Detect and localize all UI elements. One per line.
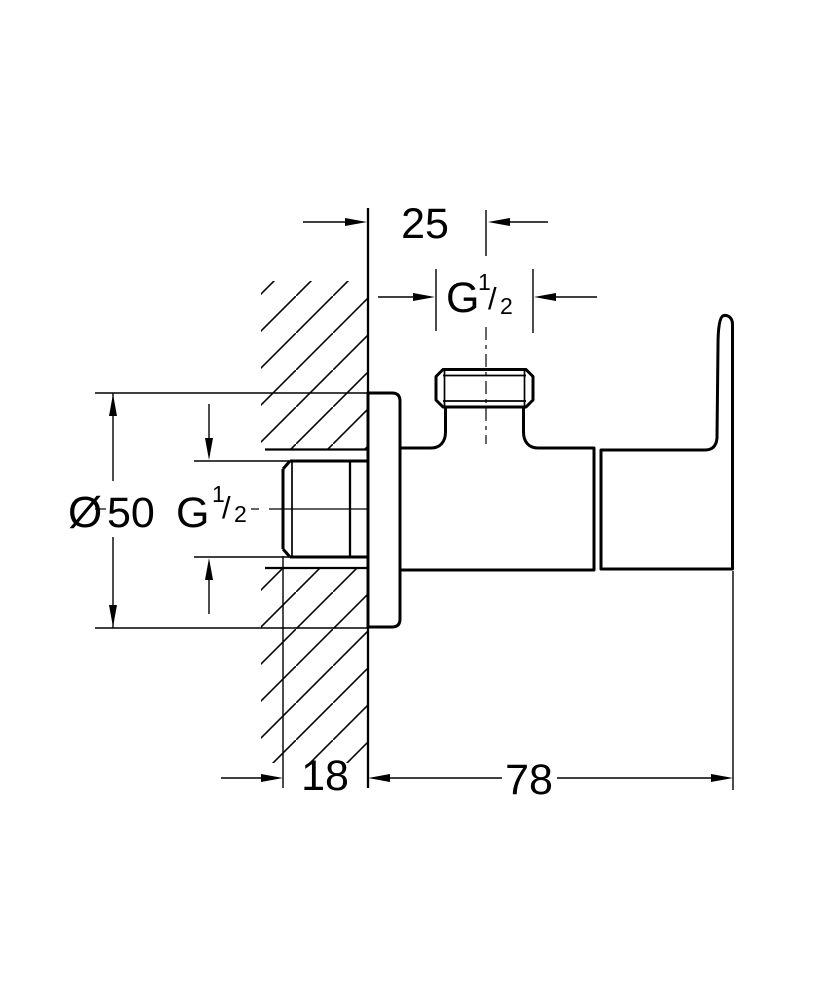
arrowhead <box>109 605 117 627</box>
dim-flange-diameter-value: 50 <box>107 489 155 537</box>
arrowhead <box>109 394 117 416</box>
dim-flange-diameter-symbol: Ø <box>68 488 102 537</box>
wall-hatch-lower <box>261 569 367 763</box>
wall-section-hatch <box>261 281 367 763</box>
dim-inlet-thread-g: G <box>176 489 209 537</box>
dim-inlet-thread-denominator: 2 <box>234 501 247 527</box>
dim-outlet-thread-g: G <box>446 274 479 322</box>
inlet-pipe <box>281 459 368 559</box>
dim-outlet-thread: G 1 / 2 <box>378 269 597 333</box>
arrowhead <box>368 774 390 782</box>
dim-wall-thickness-label: 18 <box>301 752 349 800</box>
wall-flange <box>366 391 402 629</box>
dim-outlet-thread-slash: / <box>488 281 497 316</box>
arrowhead <box>488 218 510 226</box>
dim-outlet-thread-numerator: 1 <box>478 269 491 295</box>
valve-handle <box>599 313 734 571</box>
arrowhead <box>534 293 556 301</box>
dim-inlet-thread: G 1 / 2 <box>176 404 290 614</box>
arrowhead <box>205 558 213 580</box>
dim-inlet-thread-slash: / <box>222 490 231 525</box>
outlet-thread <box>434 368 535 409</box>
dim-flange-diameter: Ø 50 <box>68 392 368 629</box>
dim-outlet-thread-denominator: 2 <box>500 293 513 319</box>
dim-top-offset: 25 <box>303 200 548 256</box>
arrowhead <box>205 438 213 460</box>
wall-hatch-upper <box>261 281 367 449</box>
arrowhead <box>261 774 283 782</box>
arrowhead <box>413 293 435 301</box>
dim-bottom: 18 78 <box>221 556 734 804</box>
arrowhead <box>345 218 367 226</box>
dim-projection-length-label: 78 <box>505 756 553 804</box>
arrowhead <box>711 774 733 782</box>
valve-body <box>398 405 596 572</box>
dim-top-offset-label: 25 <box>401 200 449 248</box>
dim-inlet-thread-numerator: 1 <box>212 481 225 507</box>
